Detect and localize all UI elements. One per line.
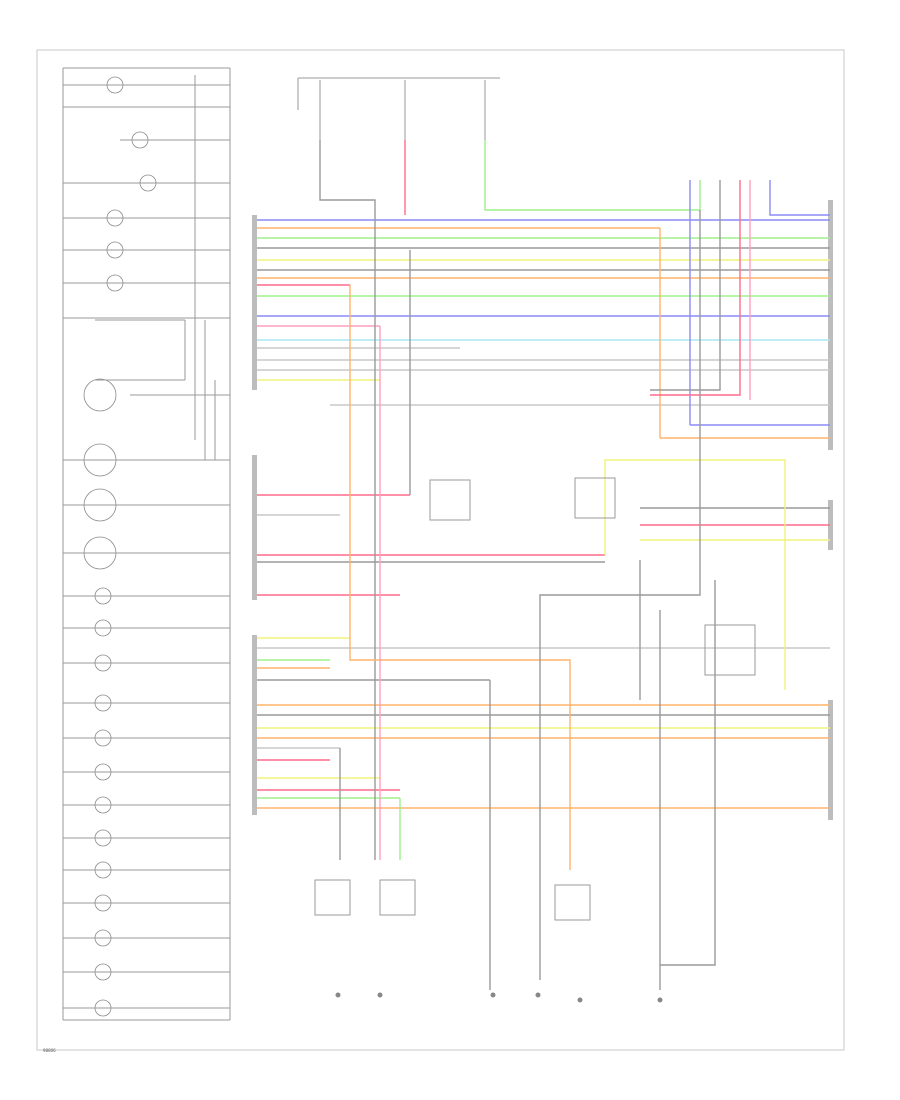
ground-icon xyxy=(490,992,496,998)
switch-icon xyxy=(429,479,471,521)
fuse-block xyxy=(297,77,500,140)
footer-code: 98806 xyxy=(43,1048,56,1053)
ground-icon xyxy=(577,997,583,1003)
switch-icon xyxy=(704,624,756,676)
connector-pins xyxy=(252,200,833,820)
ground-icon xyxy=(657,997,663,1003)
cluster-leads xyxy=(63,84,230,1009)
indicator-lamps xyxy=(83,76,157,1017)
switch-icon xyxy=(574,477,616,519)
ground-icon xyxy=(535,992,541,998)
switch-icon xyxy=(554,884,591,921)
ground-icon xyxy=(377,992,383,998)
wire-harness xyxy=(257,219,830,809)
switch-icon xyxy=(314,879,351,916)
ground-terminals xyxy=(335,992,663,1003)
ground-icon xyxy=(335,992,341,998)
cluster-inner-bus xyxy=(95,75,216,460)
diagram-frame xyxy=(36,49,845,1051)
gauge-icon xyxy=(83,378,117,412)
instrument-cluster-block xyxy=(62,67,231,1021)
wire-risers xyxy=(319,140,830,990)
switch-icon xyxy=(379,879,416,916)
components xyxy=(314,477,756,921)
